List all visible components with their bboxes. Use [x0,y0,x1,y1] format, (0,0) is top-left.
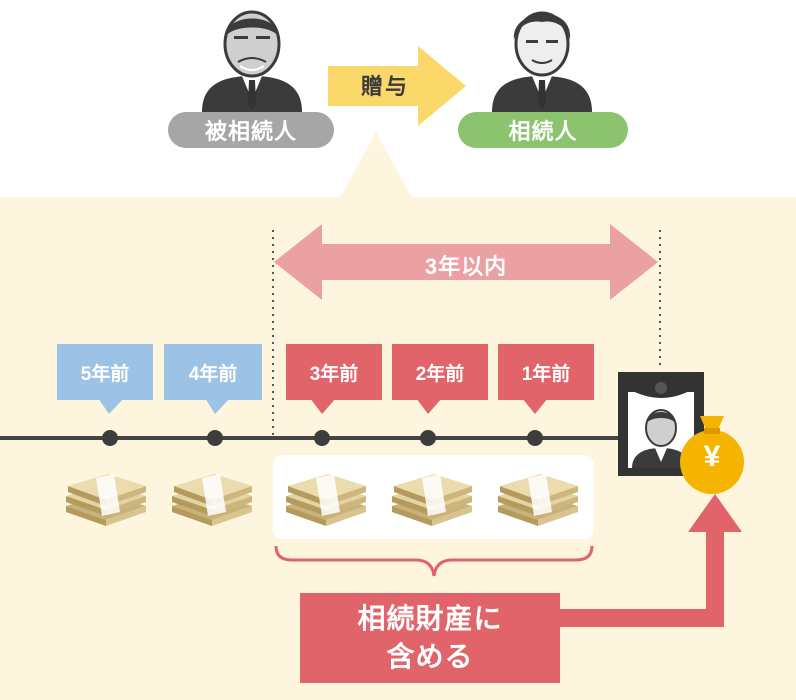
cash-bundle-icon [172,474,252,526]
timeline-dot [527,430,543,446]
cash-bundle-icon [392,474,472,526]
callout-tails [98,398,548,414]
timeline-dot [102,430,118,446]
cash-bundle-icon [66,474,146,526]
gift-arrow [328,46,466,126]
timeline-dot [207,430,223,446]
giver-label: 被相続人 [168,112,334,148]
range-label: 3年以内 [424,254,508,279]
brace [274,545,594,577]
result-box: 相続財産に 含める [300,593,560,683]
connector-arrow [560,494,742,627]
timeline-dot [420,430,436,446]
pointer-triangle [340,132,412,198]
callout-1-year: 1年前 [498,344,594,400]
elderly-person-icon [202,10,302,112]
callout-4-years: 4年前 [164,344,262,400]
result-line-2: 含める [386,641,474,672]
person-icon [492,11,592,112]
timeline-dot [314,430,330,446]
timeline-line [0,436,620,440]
money-bag-icon [680,416,744,494]
cash-bundles [66,474,578,526]
callout-5-years: 5年前 [57,344,153,400]
callout-2-years: 2年前 [392,344,488,400]
yen-symbol: ¥ [703,440,721,473]
receiver-label: 相続人 [458,112,628,148]
callout-3-years: 3年前 [286,344,382,400]
result-line-1: 相続財産に [357,603,503,634]
cash-bundle-icon [286,474,366,526]
gift-label: 贈与 [360,74,409,99]
timeline-dots [102,430,543,446]
range-arrow [274,224,658,300]
